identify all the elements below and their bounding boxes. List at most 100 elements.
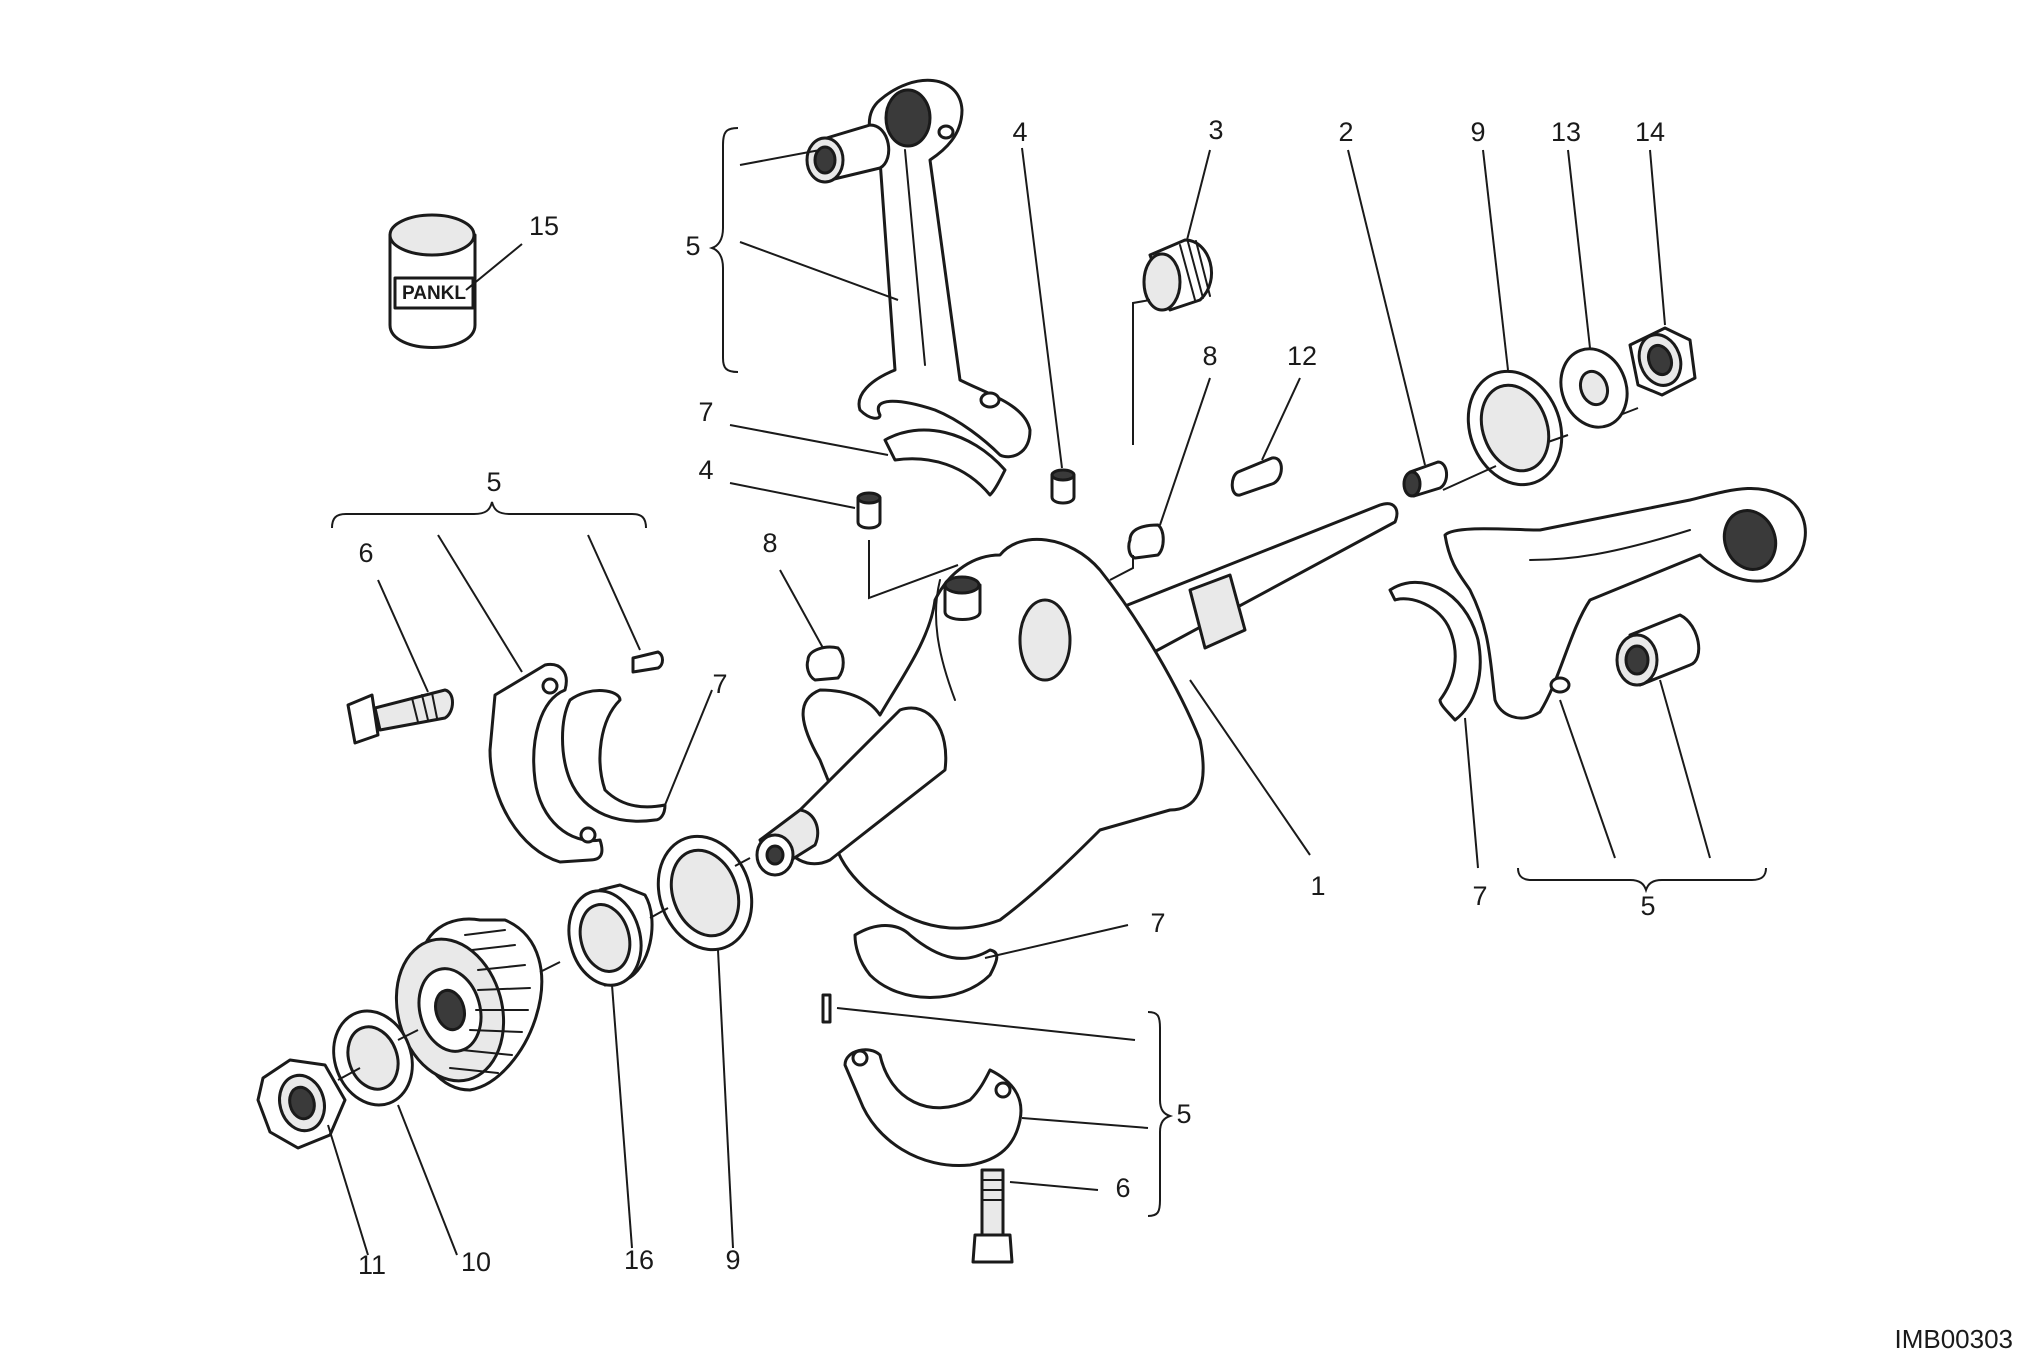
- leader-6-lower: [1009, 1181, 1099, 1191]
- leader-5-left-b: [587, 534, 641, 651]
- woodruff-key-12: [1230, 456, 1283, 497]
- callout-6-left: 6: [358, 538, 373, 568]
- callout-5-lower: 5: [1176, 1099, 1191, 1129]
- callout-11: 11: [358, 1250, 386, 1280]
- thrust-washer-upper: [1466, 369, 1564, 487]
- callout-labels: 5 15 4 3 2 9 13 14 5 7 4 8 12 6 8 7 1 7 …: [358, 115, 1665, 1280]
- callout-3: 3: [1208, 115, 1223, 145]
- leader-11: [327, 1124, 369, 1256]
- bracket-lower-5: [1147, 1011, 1174, 1217]
- bearing-cap-lower: [843, 1048, 1023, 1168]
- leader-12: [1261, 377, 1301, 461]
- leader-5-right-b: [1659, 679, 1711, 859]
- leader-9-lower: [717, 949, 734, 1249]
- image-code-label: IMB00303: [1894, 1324, 2013, 1354]
- woodruff-key-8-right: [1127, 523, 1165, 560]
- leader-8-right: [1159, 377, 1211, 526]
- bracket-upper-5: [708, 127, 739, 373]
- callout-4-top: 4: [1012, 117, 1027, 147]
- upper-connecting-rod-part: [857, 78, 1032, 459]
- leader-lines: [327, 127, 1767, 1256]
- dowel-pin-left: [631, 650, 664, 674]
- grub-screw-part-2: [1402, 460, 1448, 498]
- dowel-pin-lower: [821, 993, 832, 1024]
- brand-label: PANKL: [402, 283, 466, 304]
- leader-16: [611, 984, 633, 1249]
- leader-8-left: [779, 569, 824, 649]
- bearing-cap-left: [488, 662, 604, 864]
- leader-7-upper: [729, 424, 889, 456]
- leader-2: [1347, 149, 1426, 466]
- bearing-shell-upper: [883, 428, 1007, 497]
- leader-10: [397, 1104, 458, 1256]
- axis-left: [337, 857, 751, 1081]
- callout-9-upper: 9: [1470, 117, 1485, 147]
- threaded-plug-part: [1142, 238, 1213, 312]
- axis-right: [1442, 407, 1639, 491]
- callout-8-right: 8: [1202, 341, 1217, 371]
- callout-5-left: 5: [486, 467, 501, 497]
- leader-4-drop: [868, 540, 959, 600]
- leader-dowel-lower: [836, 1007, 1136, 1041]
- woodruff-key-8-left: [805, 645, 845, 682]
- crankshaft-part: [755, 502, 1399, 930]
- leader-9-upper: [1482, 149, 1509, 371]
- callout-13: 13: [1551, 117, 1581, 147]
- callout-4-left: 4: [698, 455, 713, 485]
- nut-part-14: [1628, 326, 1697, 397]
- small-end-bush-right: [1615, 613, 1701, 687]
- callout-6-lower: 6: [1115, 1173, 1130, 1203]
- leader-7-lower: [984, 924, 1129, 959]
- bearing-shell-lower: [853, 924, 999, 999]
- bolt-lower: [971, 1168, 1014, 1264]
- leader-7-right: [1464, 717, 1479, 869]
- callout-15: 15: [529, 211, 559, 241]
- callout-8-left: 8: [762, 528, 777, 558]
- bearing-shell-right: [1388, 580, 1482, 722]
- small-end-bush-upper: [805, 123, 891, 184]
- leader-4-left: [729, 482, 856, 509]
- leader-1: [1189, 679, 1311, 856]
- bracket-right-5: [1517, 867, 1767, 894]
- leader-3: [1186, 149, 1211, 241]
- leader-5-upper-a: [739, 149, 821, 166]
- leader-15: [465, 243, 523, 291]
- callout-9-lower: 9: [725, 1245, 740, 1275]
- callout-16: 16: [624, 1245, 654, 1275]
- pankl-cylinder-part: PANKL: [388, 213, 477, 349]
- callout-2: 2: [1338, 117, 1353, 147]
- leader-5-lower: [1021, 1117, 1149, 1129]
- timing-gear-part: [394, 917, 544, 1092]
- callout-5-right: 5: [1640, 891, 1655, 921]
- nut-part-11: [256, 1058, 347, 1150]
- callout-14: 14: [1635, 117, 1665, 147]
- leader-5-right-a: [1559, 699, 1616, 859]
- bracket-left-5: [331, 501, 647, 529]
- washer-part-13: [1559, 347, 1629, 429]
- leader-5-upper-b: [739, 241, 899, 301]
- bearing-shell-left: [561, 689, 667, 823]
- grub-screw-right: [1050, 468, 1076, 505]
- bolt-left: [346, 688, 454, 745]
- leader-14: [1649, 149, 1666, 326]
- callout-7-lower: 7: [1150, 908, 1165, 938]
- callout-5-upper: 5: [685, 231, 700, 261]
- callout-7-upper: 7: [698, 397, 713, 427]
- grub-screw-left: [856, 491, 882, 530]
- seal-bush-part-16: [567, 883, 654, 987]
- callout-7-right: 7: [1472, 881, 1487, 911]
- right-connecting-rod-part: [1443, 487, 1807, 720]
- callout-10: 10: [461, 1247, 491, 1277]
- lock-washer-part-10: [332, 1009, 414, 1107]
- leader-4-top: [1021, 147, 1063, 469]
- callout-12: 12: [1287, 341, 1317, 371]
- callout-7-left: 7: [712, 669, 727, 699]
- leader-7-left: [664, 689, 713, 806]
- leader-6-left: [377, 579, 429, 693]
- callout-1: 1: [1310, 871, 1325, 901]
- leader-3-drop: [1109, 299, 1151, 581]
- thrust-washer-lower: [656, 834, 754, 952]
- leader-13: [1567, 149, 1591, 349]
- leader-5-left-a: [437, 534, 523, 673]
